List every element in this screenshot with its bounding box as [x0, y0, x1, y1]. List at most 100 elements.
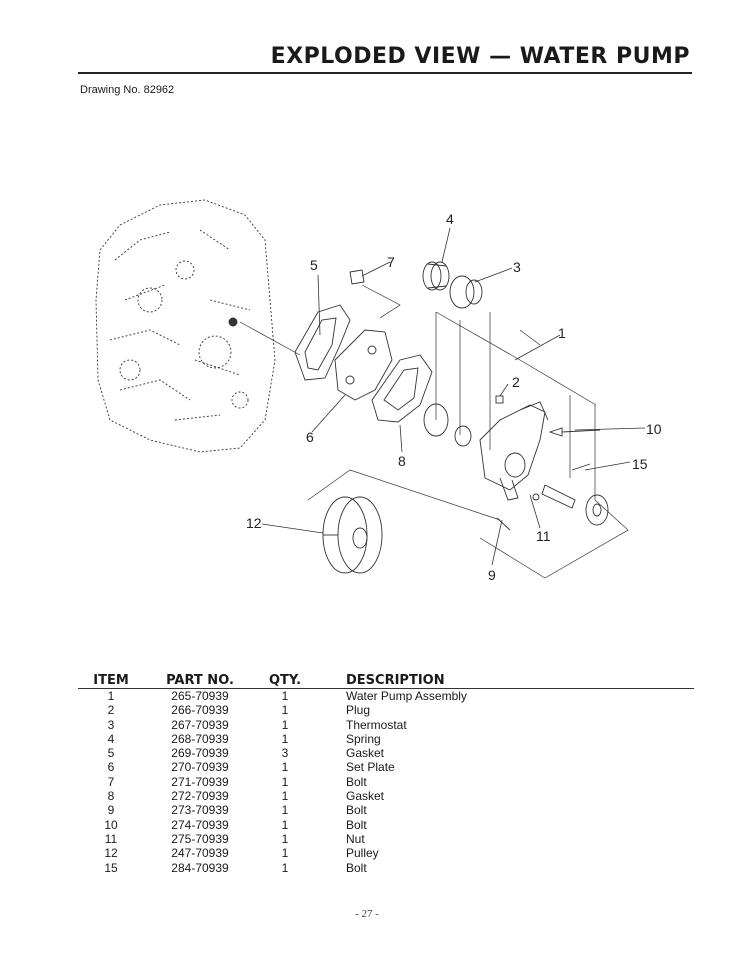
row-qty: 1: [281, 860, 289, 875]
row-qty: 1: [281, 789, 289, 804]
row-qty: 1: [281, 689, 289, 703]
thermostat-3-drawing: [449, 275, 483, 309]
row-description: Gasket: [346, 789, 385, 804]
table-row: 4 268-70939 1 Spring: [78, 732, 694, 746]
callout-8: 8: [398, 453, 406, 469]
col-part-no: PART NO.: [144, 672, 256, 689]
row-qty: 1: [281, 703, 289, 718]
callout-12: 12: [246, 515, 262, 531]
drawing-number: Drawing No. 82962: [80, 84, 175, 96]
table-row: 9 273-70939 1 Bolt: [78, 803, 694, 817]
row-item: 8: [107, 789, 115, 804]
row-description: Nut: [346, 831, 365, 846]
gasket-5-drawing: [294, 304, 351, 381]
impeller-drawing: [423, 403, 472, 447]
hub-drawing: [585, 494, 609, 526]
row-description: Gasket: [346, 746, 385, 761]
spring-4-drawing: [422, 261, 450, 291]
water-pump-assembly-1-drawing: [479, 401, 549, 501]
nut-11-drawing: [532, 493, 540, 501]
row-item: 6: [107, 760, 115, 775]
callout-11: 11: [536, 528, 551, 544]
engine-block-drawing: [95, 199, 276, 453]
row-description: Water Pump Assembly: [346, 689, 467, 703]
row-item: 11: [104, 831, 118, 846]
row-part-no: 269-70939: [171, 746, 229, 761]
row-item: 2: [107, 703, 115, 718]
parts-table: ITEM PART NO. QTY. DESCRIPTION 1 265-7093…: [78, 672, 694, 875]
bolt-15-drawing: [571, 463, 591, 471]
table-row: 6 270-70939 1 Set Plate: [78, 760, 694, 774]
callout-1: 1: [558, 325, 566, 341]
table-row: 2 266-70939 1 Plug: [78, 703, 694, 717]
row-qty: 3: [281, 746, 289, 761]
row-item: 4: [107, 731, 115, 746]
bolt-7-drawing: [349, 269, 365, 285]
set-plate-6-drawing: [334, 329, 393, 401]
col-qty: QTY.: [256, 672, 314, 689]
row-qty: 1: [281, 774, 289, 789]
bolt-9-drawing: [496, 517, 511, 531]
row-item: 9: [107, 803, 115, 818]
table-row: 7 271-70939 1 Bolt: [78, 775, 694, 789]
row-item: 12: [104, 846, 118, 861]
callout-6: 6: [306, 429, 314, 445]
row-qty: 1: [281, 817, 289, 832]
gasket-8-drawing: [371, 354, 433, 423]
row-item: 3: [107, 717, 115, 732]
table-row: 15 284-70939 1 Bolt: [78, 861, 694, 875]
row-part-no: 270-70939: [171, 760, 229, 775]
table-row: 1 265-70939 1 Water Pump Assembly: [78, 689, 694, 704]
title-rule: [78, 72, 692, 74]
page-title: EXPLODED VIEW — WATER PUMP: [270, 44, 690, 69]
row-description: Set Plate: [346, 760, 395, 775]
row-part-no: 273-70939: [171, 803, 229, 818]
pulley-12-drawing: [322, 496, 383, 574]
callout-2: 2: [512, 374, 520, 390]
row-qty: 1: [281, 846, 289, 861]
row-qty: 1: [281, 760, 289, 775]
row-qty: 1: [281, 831, 289, 846]
callout-5: 5: [310, 257, 318, 273]
row-item: 7: [107, 774, 115, 789]
row-part-no: 266-70939: [171, 703, 229, 718]
callout-15: 15: [632, 456, 648, 472]
block-port-drawing: [228, 317, 238, 327]
row-description: Thermostat: [346, 717, 407, 732]
row-part-no: 284-70939: [171, 860, 229, 875]
row-part-no: 247-70939: [171, 846, 229, 861]
page-number: - 27 -: [355, 908, 379, 920]
row-part-no: 271-70939: [171, 774, 229, 789]
col-description: DESCRIPTION: [314, 672, 694, 689]
row-part-no: 275-70939: [171, 831, 229, 846]
callout-3: 3: [513, 259, 521, 275]
row-description: Spring: [346, 731, 381, 746]
table-row: 12 247-70939 1 Pulley: [78, 846, 694, 860]
table-row: 5 269-70939 3 Gasket: [78, 746, 694, 760]
row-description: Bolt: [346, 774, 367, 789]
row-item: 1: [107, 689, 115, 703]
callout-4: 4: [446, 211, 454, 227]
table-row: 10 274-70939 1 Bolt: [78, 818, 694, 832]
row-description: Bolt: [346, 803, 367, 818]
row-part-no: 272-70939: [171, 789, 229, 804]
row-item: 10: [104, 817, 118, 832]
row-part-no: 274-70939: [171, 817, 229, 832]
row-description: Plug: [346, 703, 371, 718]
row-description: Bolt: [346, 860, 367, 875]
callout-7: 7: [387, 254, 395, 270]
row-part-no: 268-70939: [171, 731, 229, 746]
row-part-no: 267-70939: [171, 717, 229, 732]
parts-table-header: ITEM PART NO. QTY. DESCRIPTION: [78, 672, 694, 689]
row-item: 5: [107, 746, 115, 761]
row-description: Pulley: [346, 846, 379, 861]
row-description: Bolt: [346, 817, 367, 832]
row-item: 15: [104, 860, 118, 875]
plug-2-drawing: [495, 395, 504, 404]
row-qty: 1: [281, 803, 289, 818]
col-item: ITEM: [78, 672, 144, 689]
row-qty: 1: [281, 731, 289, 746]
callout-9: 9: [488, 567, 496, 583]
row-part-no: 265-70939: [171, 689, 229, 703]
row-qty: 1: [281, 717, 289, 732]
